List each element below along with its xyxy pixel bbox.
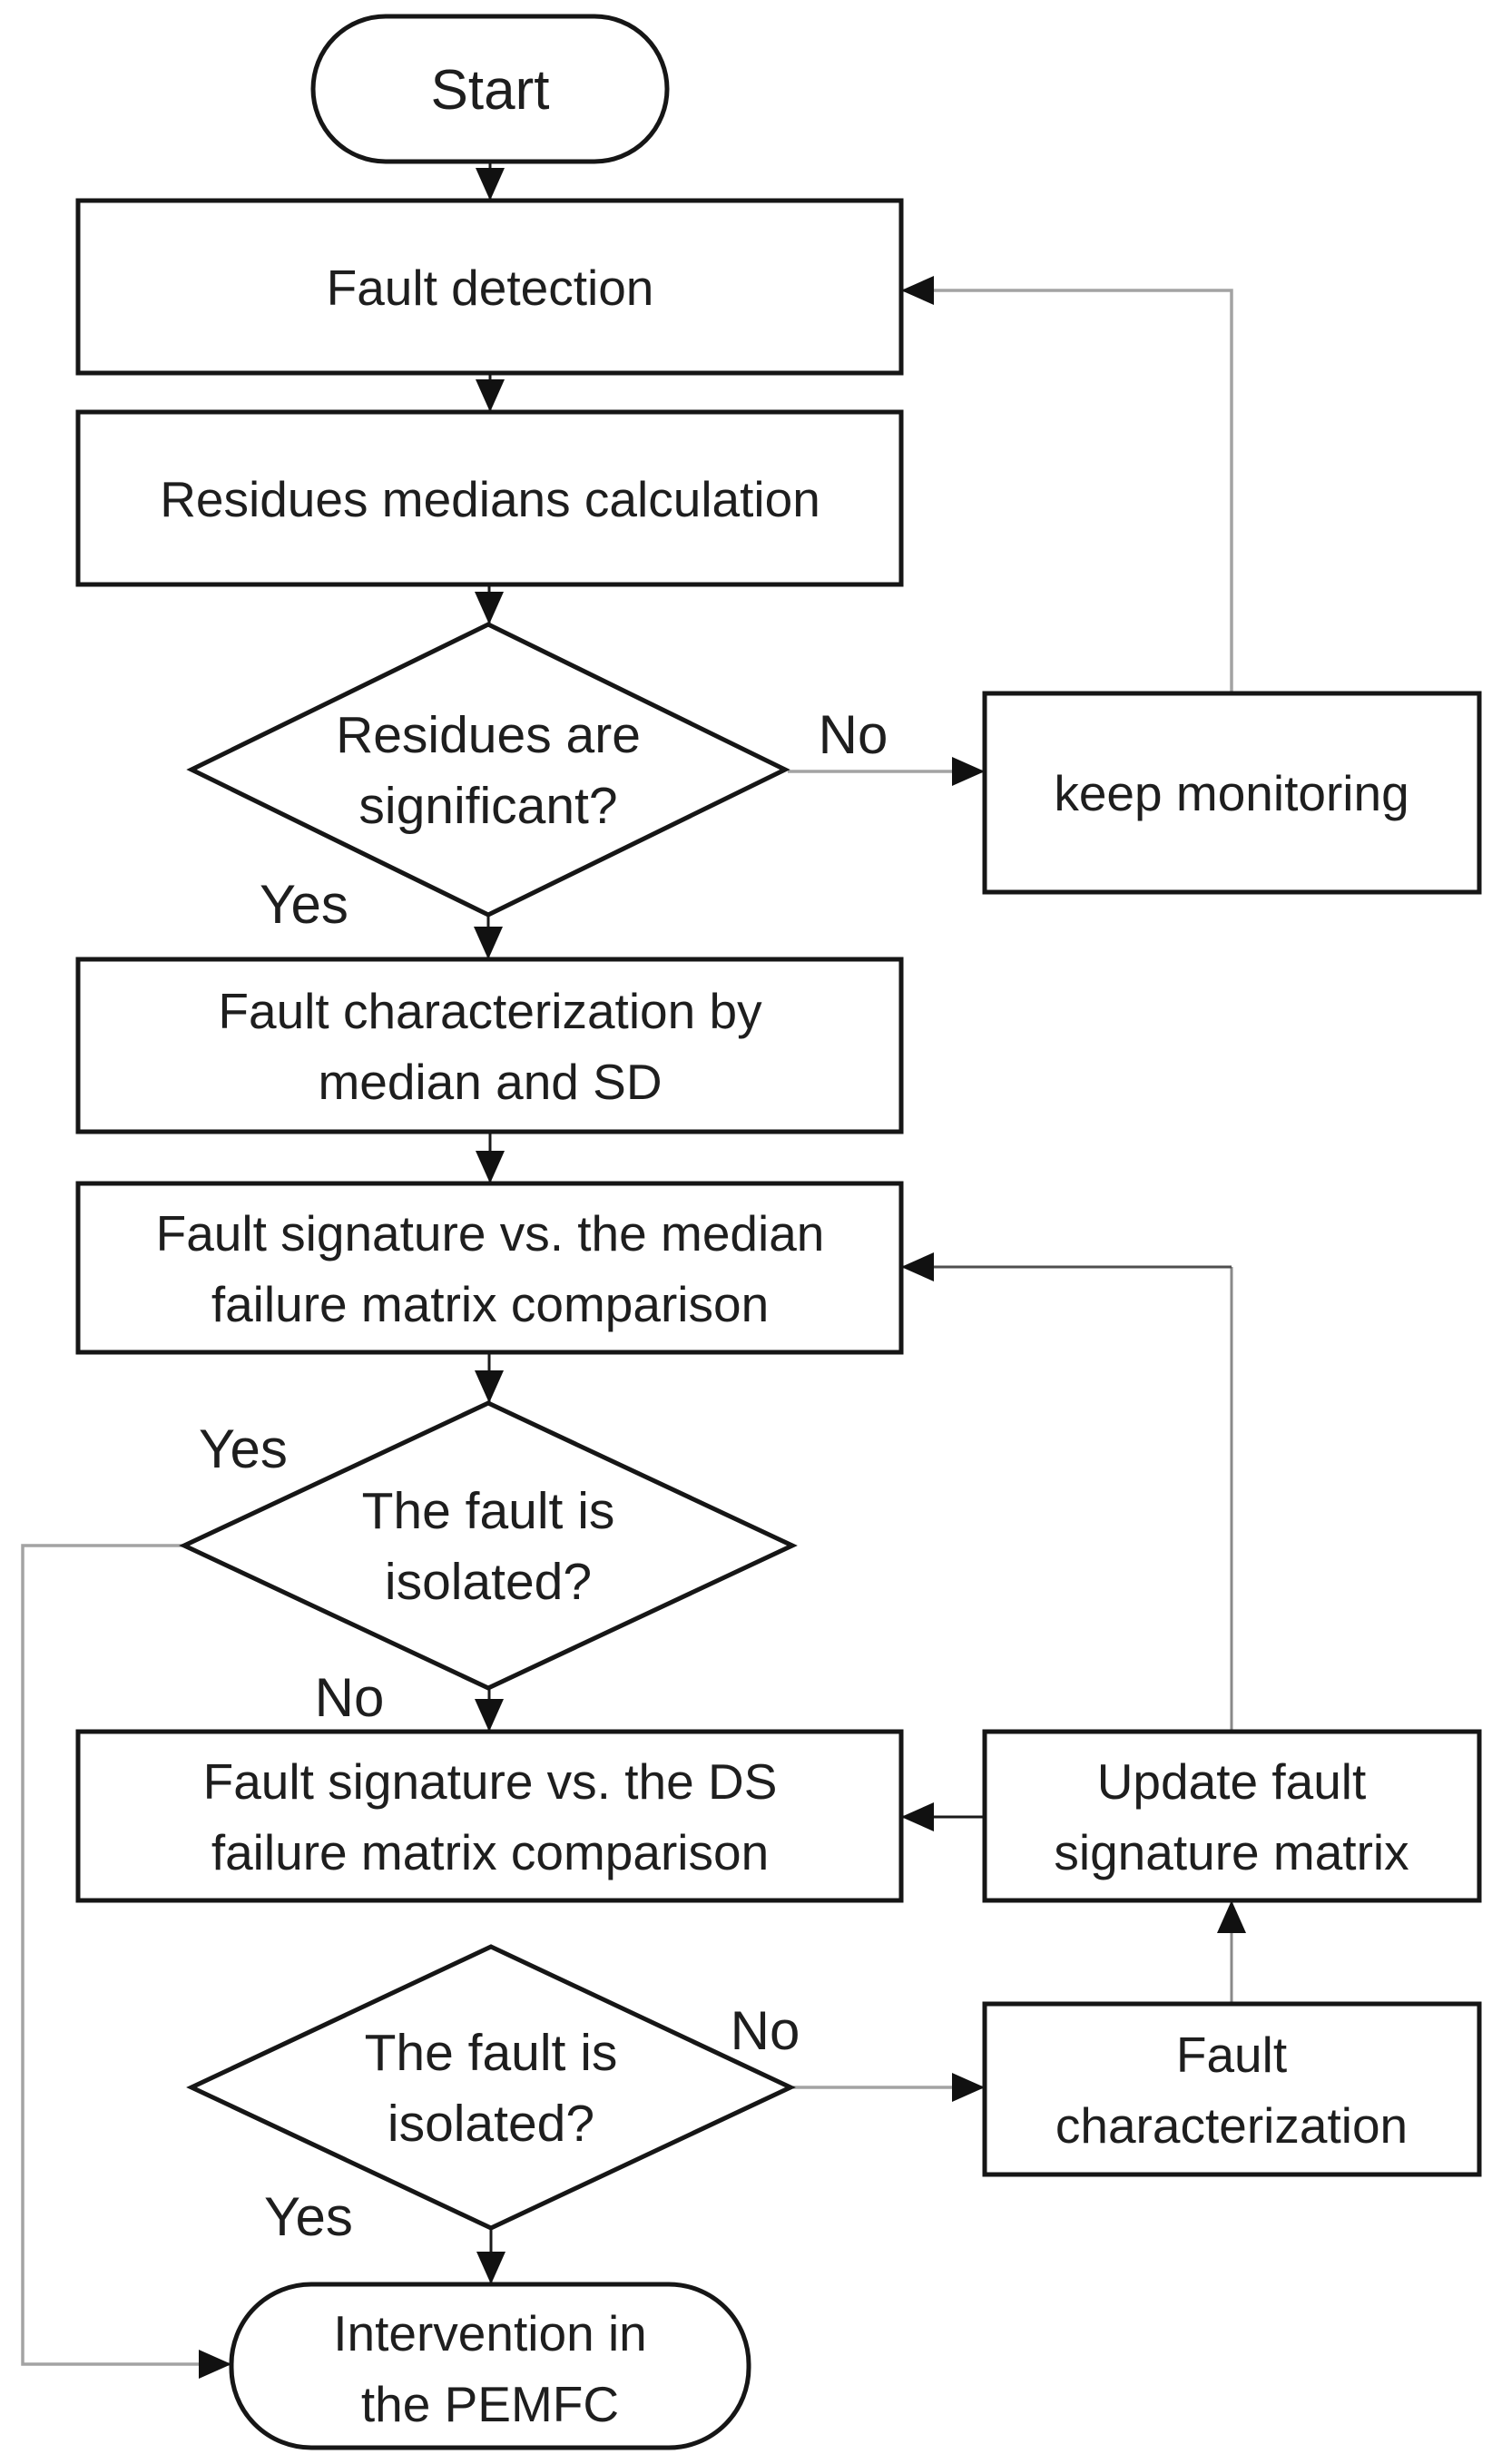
fault-isolated-1-line1: The fault is (362, 1482, 615, 1540)
keep-monitoring-box (982, 691, 1482, 895)
fault-isolated-1-diamond (179, 1400, 798, 1691)
fault-isolated-1-line2: isolated? (385, 1553, 592, 1611)
node-fault-characterization: Fault characterization (982, 2001, 1482, 2177)
fault-isolated-2-diamond (186, 1944, 796, 2231)
fault-characterization-box (982, 2001, 1482, 2177)
start-terminator-shape (310, 14, 670, 164)
fault-characterization-line2: characterization (1055, 2097, 1408, 2154)
label-residues-no: No (819, 704, 888, 765)
node-fault-isolated-decision-1: The fault is isolated? (179, 1400, 798, 1691)
node-residues-significant-decision: Residues are significant? (186, 622, 790, 918)
keep-monitoring-label: keep monitoring (1054, 765, 1409, 821)
fault-sig-median-line2: failure matrix comparison (211, 1276, 769, 1332)
node-start: Start (310, 14, 670, 164)
fault-characterization-line1: Fault (1176, 2027, 1287, 2083)
node-residues-medians: Residues medians calculation (75, 409, 904, 587)
node-update-fault-matrix: Update fault signature matrix (982, 1729, 1482, 1903)
intervention-line2: the PEMFC (361, 2376, 619, 2432)
label-isolated1-no: No (315, 1667, 385, 1728)
fault-isolated-2-line1: The fault is (365, 2024, 618, 2082)
fault-char-median-sd-line2: median and SD (318, 1054, 662, 1110)
fault-sig-median-box (75, 1181, 904, 1355)
node-fault-sig-median: Fault signature vs. the median failure m… (75, 1181, 904, 1355)
start-label: Start (431, 59, 550, 122)
node-intervention: Intervention in the PEMFC (229, 2282, 751, 2450)
fault-sig-ds-box (75, 1729, 904, 1903)
node-fault-isolated-decision-2: The fault is isolated? (186, 1944, 796, 2231)
residues-significant-line1: Residues are (336, 706, 641, 764)
edge-keep-monitoring-to-fault-detection (901, 276, 1233, 693)
fault-sig-ds-line1: Fault signature vs. the DS (203, 1753, 778, 1810)
fault-sig-ds-line2: failure matrix comparison (211, 1824, 769, 1880)
fault-detection-label: Fault detection (327, 260, 654, 316)
node-fault-detection: Fault detection (75, 198, 904, 376)
label-isolated2-yes: Yes (264, 2186, 353, 2247)
node-keep-monitoring: keep monitoring (982, 691, 1482, 895)
node-fault-sig-ds: Fault signature vs. the DS failure matri… (75, 1729, 904, 1903)
residues-medians-box (75, 409, 904, 587)
label-isolated2-no: No (731, 2000, 800, 2061)
label-isolated1-yes: Yes (199, 1419, 288, 1479)
residues-medians-label: Residues medians calculation (160, 471, 820, 527)
fault-detection-box (75, 198, 904, 376)
update-fault-matrix-line2: signature matrix (1054, 1824, 1409, 1880)
update-fault-matrix-line1: Update fault (1097, 1753, 1367, 1810)
intervention-line1: Intervention in (333, 2305, 647, 2361)
residues-significant-line2: significant? (358, 777, 617, 835)
fault-sig-median-line1: Fault signature vs. the median (156, 1205, 825, 1261)
node-fault-char-median-sd: Fault characterization by median and SD (75, 957, 904, 1134)
label-residues-yes: Yes (260, 874, 348, 935)
fault-isolated-2-line2: isolated? (388, 2095, 594, 2153)
update-fault-matrix-box (982, 1729, 1482, 1903)
intervention-terminator-shape (229, 2282, 751, 2450)
fault-char-median-sd-line1: Fault characterization by (218, 983, 762, 1039)
fault-char-median-sd-box (75, 957, 904, 1134)
residues-significant-diamond (186, 622, 790, 918)
edge-isolated1-yes-to-intervention (21, 1544, 231, 2379)
